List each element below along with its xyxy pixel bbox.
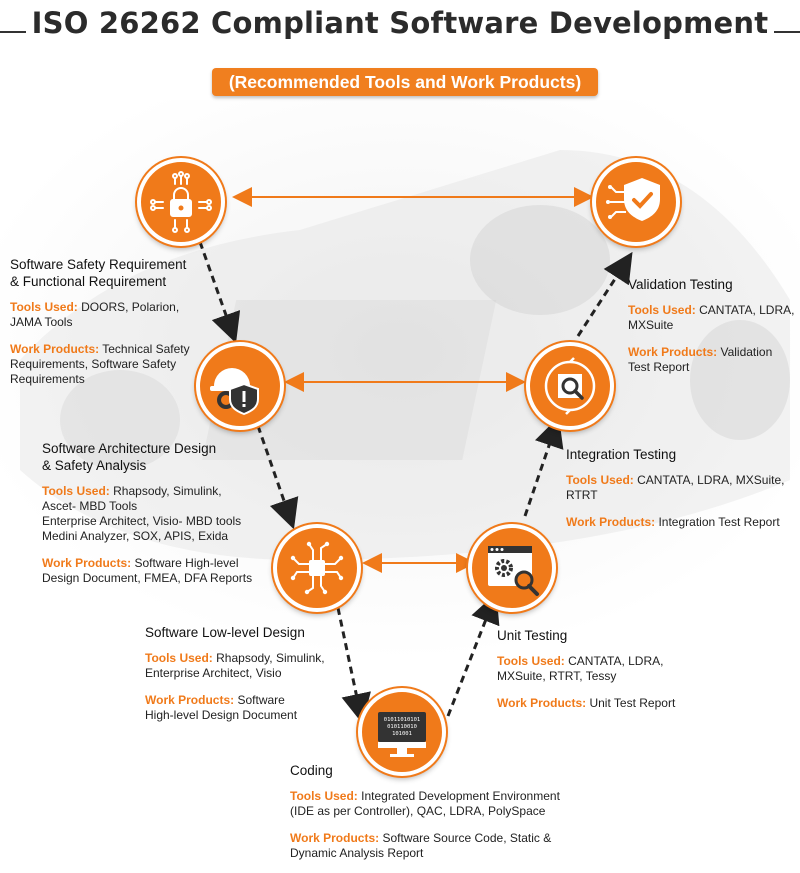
work-products: Work Products: Software Source Code, Sta…	[290, 831, 552, 860]
stage-coding: Coding Tools Used: Integrated Developmen…	[290, 762, 590, 873]
node-software-architecture-design	[196, 342, 284, 430]
tools-used: Tools Used: CANTATA, LDRA,MXSuite, RTRT,…	[497, 654, 664, 683]
puzzle-magnifier-icon	[544, 357, 596, 415]
shield-check-circuit-icon	[606, 178, 660, 221]
node-integration-testing	[526, 342, 614, 430]
stage-validation-testing: Validation Testing Tools Used: CANTATA, …	[628, 276, 798, 387]
node-software-low-level-design	[273, 524, 361, 612]
tools-used: Tools Used: CANTATA, LDRA,MXSuite	[628, 303, 795, 332]
tools-used: Tools Used: CANTATA, LDRA, MXSuite,RTRT	[566, 473, 785, 502]
title-bar: ISO 26262 Compliant Software Development	[0, 6, 800, 46]
hardhat-warning-shield-icon	[210, 368, 259, 416]
screen-line-3: 101001	[392, 731, 412, 737]
stage-title: Integration Testing	[566, 447, 677, 462]
work-products: Work Products: Unit Test Report	[497, 696, 676, 710]
stage-title: Software Low-level Design	[145, 625, 305, 640]
page-title: ISO 26262 Compliant Software Development	[0, 6, 800, 40]
tools-used: Tools Used: Rhapsody, Simulink,Enterpris…	[145, 651, 325, 680]
stage-software-safety-requirement: Software Safety Requirement& Functional …	[10, 256, 210, 399]
node-unit-testing	[468, 524, 556, 612]
lock-circuit-icon	[150, 171, 212, 233]
browser-gear-magnifier-icon	[488, 546, 539, 596]
node-software-safety-requirement	[137, 158, 225, 246]
stage-software-low-level-design: Software Low-level Design Tools Used: Rh…	[145, 624, 365, 735]
stage-title: Software Architecture Design& Safety Ana…	[42, 441, 217, 473]
stage-title: Software Safety Requirement& Functional …	[10, 257, 187, 289]
node-validation-testing	[592, 158, 680, 246]
tools-used: Tools Used: Integrated Development Envir…	[290, 789, 560, 818]
stage-integration-testing: Integration Testing Tools Used: CANTATA,…	[566, 446, 796, 542]
binary-monitor-icon: 01011010101 010110010 101001	[378, 712, 426, 757]
chip-circuit-icon	[290, 541, 344, 595]
tools-used: Tools Used: Rhapsody, Simulink,Ascet- MB…	[42, 484, 242, 543]
screen-line-1: 01011010101	[384, 717, 420, 723]
stage-title: Unit Testing	[497, 628, 568, 643]
node-coding: 01011010101 010110010 101001	[358, 688, 446, 776]
work-products: Work Products: Integration Test Report	[566, 515, 780, 529]
subtitle-badge: (Recommended Tools and Work Products)	[212, 68, 598, 96]
tools-used: Tools Used: DOORS, Polarion,JAMA Tools	[10, 300, 180, 329]
stage-title: Coding	[290, 763, 333, 778]
stage-software-architecture-design: Software Architecture Design& Safety Ana…	[42, 440, 282, 598]
stage-unit-testing: Unit Testing Tools Used: CANTATA, LDRA,M…	[497, 627, 717, 723]
screen-line-2: 010110010	[387, 724, 417, 730]
stage-title: Validation Testing	[628, 277, 733, 292]
